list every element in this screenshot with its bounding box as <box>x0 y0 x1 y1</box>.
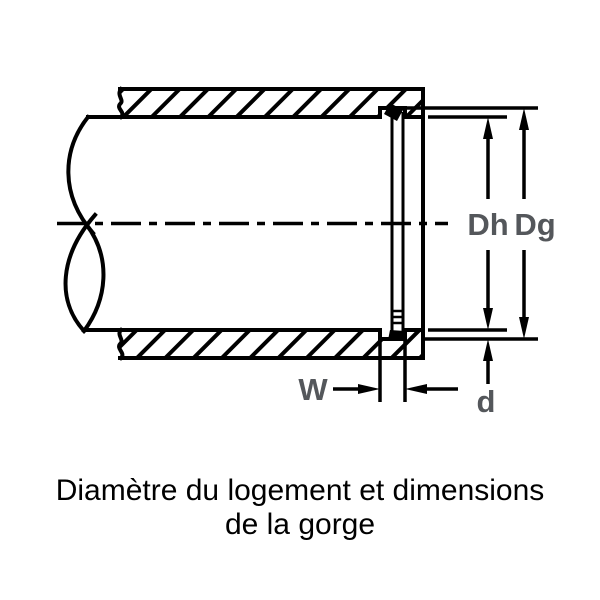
dimension-d <box>483 339 493 384</box>
label-w: W <box>298 372 328 407</box>
label-dg: Dg <box>514 207 555 242</box>
arrowhead-dh-top <box>483 117 493 139</box>
break-curve-leaf-right <box>81 221 106 334</box>
arrowhead-w-right <box>405 384 427 394</box>
arrowhead-dg-top <box>519 108 529 130</box>
arrowhead-d-up <box>483 339 493 361</box>
break-curve-upper <box>66 114 96 236</box>
arrowhead-dh-bottom <box>483 308 493 330</box>
break-edge-bottom-wavy <box>117 327 125 361</box>
extension-lines <box>378 106 538 402</box>
break-curve-leaf-left <box>63 212 98 334</box>
break-edge-top-wavy <box>117 86 125 120</box>
label-d: d <box>477 384 496 419</box>
dimension-w <box>333 384 458 394</box>
dimension-dg <box>519 108 529 339</box>
arrowhead-w-left <box>358 384 380 394</box>
label-dh: Dh <box>467 207 508 242</box>
arrowhead-dg-bottom <box>519 317 529 339</box>
dimension-dh <box>483 117 493 330</box>
housing-bottom-wall-hatch <box>119 330 423 358</box>
housing-top-wall-hatch <box>119 89 423 117</box>
caption-line-2: de la gorge <box>225 508 375 541</box>
housing-section-hatching <box>119 89 423 358</box>
ring-bottom-cut-section <box>388 330 405 341</box>
caption-line-1: Diamètre du logement et dimensions <box>56 474 545 507</box>
